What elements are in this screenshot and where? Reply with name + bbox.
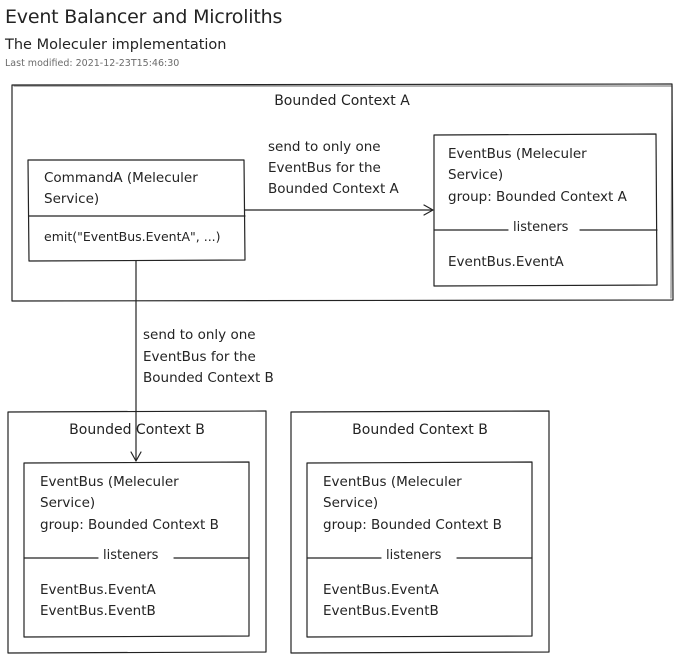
eventbus-a-event-1: EventBus.EventA <box>448 254 564 270</box>
eventbus-b1-group: group: Bounded Context B <box>40 517 219 533</box>
arrow-b-label-line1: send to only one <box>143 327 256 343</box>
eventbus-b1-line1: EventBus (Meleculer <box>40 474 179 490</box>
eventbus-a-line1: EventBus (Meleculer <box>448 146 587 162</box>
eventbus-b2-event-1: EventBus.EventA <box>323 582 439 598</box>
arrow-a-label-line1: send to only one <box>268 139 381 155</box>
eventbus-a-box <box>433 133 658 287</box>
command-box <box>27 159 246 262</box>
arrow-b-label-line3: Bounded Context B <box>143 370 274 386</box>
context-a-frame-shadow <box>13 85 673 299</box>
eventbus-b2-listeners-label: listeners <box>382 548 446 563</box>
arrow-b-label-line2: EventBus for the <box>143 349 256 365</box>
eventbus-a-group: group: Bounded Context A <box>448 189 627 205</box>
context-b1-frame <box>7 410 267 654</box>
eventbus-b1-box <box>23 461 250 638</box>
eventbus-b1-line2: Service) <box>40 495 96 511</box>
eventbus-b2-group: group: Bounded Context B <box>323 517 502 533</box>
arrow-b-head <box>130 451 142 462</box>
context-a-title: Bounded Context A <box>274 93 410 109</box>
eventbus-b2-event-2: EventBus.EventB <box>323 603 439 619</box>
eventbus-a-listeners-label: listeners <box>509 220 573 235</box>
eventbus-b2-line2: Service) <box>323 495 379 511</box>
eventbus-b1-event-2: EventBus.EventB <box>40 603 156 619</box>
eventbus-b1-listeners-label: listeners <box>99 548 163 563</box>
arrow-a-label-line3: Bounded Context A <box>268 181 399 197</box>
eventbus-b1-event-1: EventBus.EventA <box>40 582 156 598</box>
context-a-frame <box>11 83 674 302</box>
command-emit-call: emit("EventBus.EventA", ...) <box>44 229 221 244</box>
command-name-line1: CommandA (Meleculer <box>44 170 198 186</box>
context-b2-title: Bounded Context B <box>352 422 488 438</box>
context-b2-frame <box>290 410 550 654</box>
command-name-line2: Service) <box>44 191 100 207</box>
eventbus-b2-line1: EventBus (Meleculer <box>323 474 462 490</box>
arrow-a-label-line2: EventBus for the <box>268 160 381 176</box>
eventbus-a-line2: Service) <box>448 167 504 183</box>
last-modified: Last modified: 2021-12-23T15:46:30 <box>5 58 180 69</box>
context-b1-title: Bounded Context B <box>69 422 205 438</box>
diagram-title: Event Balancer and Microliths <box>5 6 283 28</box>
eventbus-b2-box <box>306 461 533 638</box>
arrow-a-head <box>423 204 434 216</box>
diagram-subtitle: The Moleculer implementation <box>5 37 227 53</box>
